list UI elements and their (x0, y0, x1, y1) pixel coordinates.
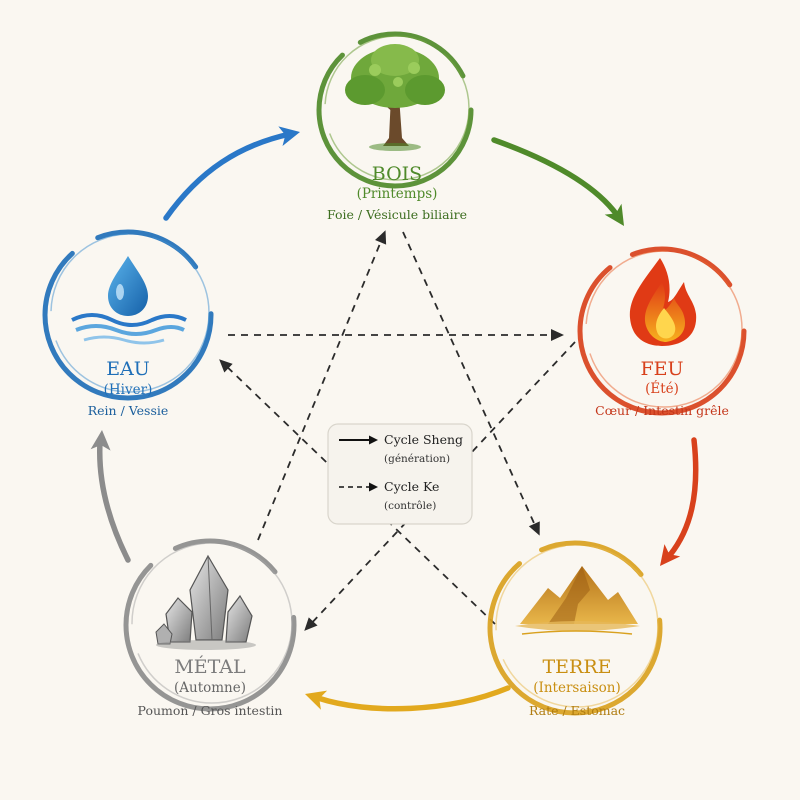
ke-arrowhead-feu-to-metal (304, 617, 318, 631)
bois-season: (Printemps) (357, 186, 438, 202)
sheng-arrowhead-feu-to-terre (660, 544, 681, 566)
sheng-arrow-terre-to-metal (315, 685, 511, 712)
legend-sheng-sub: (génération) (384, 453, 450, 465)
eau-name: EAU (106, 358, 150, 380)
terre-season: (Intersaison) (533, 680, 620, 696)
metal-season: (Automne) (174, 680, 246, 696)
metal-ring-brush (131, 542, 293, 704)
sheng-arrow-eau-to-bois (163, 131, 293, 221)
sheng-arrow-metal-to-eau (96, 439, 131, 563)
eau-organs: Rein / Vessie (88, 403, 169, 418)
ke-arrow-terre-to-eau (221, 361, 496, 625)
terre-ring-brush (495, 544, 659, 708)
sheng-arrowhead-metal-to-eau (90, 430, 111, 451)
metal-name: MÉTAL (174, 655, 246, 678)
ke-arrowhead-metal-to-bois (375, 230, 387, 245)
terre-name: TERRE (542, 656, 611, 678)
feu-organs: Cœur / Intestin grêle (595, 403, 729, 418)
mountain-icon (515, 566, 640, 635)
eau-ring-brush (50, 233, 210, 393)
element-terre: TERRE (Intersaison) Rate / Estomac (487, 540, 663, 718)
element-eau: EAU (Hiver) Rein / Vessie (42, 229, 214, 418)
feu-ring (577, 246, 747, 416)
crystal-icon (155, 554, 256, 650)
ke-arrowhead-bois-to-terre (528, 521, 540, 536)
legend-sheng-label: Cycle Sheng (384, 432, 463, 447)
legend: Cycle Sheng (génération) Cycle Ke (contr… (327, 423, 473, 525)
eau-ring (42, 229, 214, 401)
bois-ring (316, 31, 474, 189)
legend-box (327, 423, 473, 525)
element-feu: FEU (Été) Cœur / Intestin grêle (577, 246, 747, 418)
legend-ke-label: Cycle Ke (384, 479, 439, 494)
legend-sheng-arrowhead (369, 435, 378, 445)
sheng-arrow-feu-to-terre (667, 437, 699, 558)
bois-name: BOIS (372, 163, 422, 185)
sheng-cycle-arrows (90, 126, 699, 712)
feu-season: (Été) (645, 381, 679, 397)
ke-arrow-bois-to-terre (402, 231, 539, 533)
eau-season: (Hiver) (104, 382, 153, 398)
sheng-arrowhead-bois-to-feu (604, 203, 624, 226)
ke-arrowhead-terre-to-eau (219, 359, 233, 373)
feu-ring-brush (585, 250, 743, 408)
ke-arrowhead-eau-to-feu (551, 329, 564, 341)
element-bois: BOIS (Printemps) Foie / Vésicule biliair… (316, 31, 474, 222)
element-metal: MÉTAL (Automne) Poumon / Gros intestin (123, 538, 297, 718)
tree-icon (345, 44, 445, 151)
terre-ring (487, 540, 663, 716)
sheng-arrow-bois-to-feu (491, 137, 620, 218)
legend-ke-arrowhead (369, 482, 378, 492)
sheng-arrowhead-eau-to-bois (278, 126, 300, 146)
feu-name: FEU (640, 358, 683, 380)
metal-organs: Poumon / Gros intestin (138, 703, 283, 718)
terre-organs: Rate / Estomac (529, 703, 625, 718)
water-drop-icon (71, 256, 187, 345)
metal-ring (123, 538, 297, 712)
bois-organs: Foie / Vésicule biliaire (327, 207, 467, 222)
flame-icon (629, 258, 697, 346)
ke-arrow-metal-to-bois (257, 233, 385, 541)
bois-ring-brush (324, 35, 470, 181)
legend-ke-sub: (contrôle) (384, 500, 436, 512)
sheng-arrowhead-terre-to-metal (305, 690, 328, 710)
